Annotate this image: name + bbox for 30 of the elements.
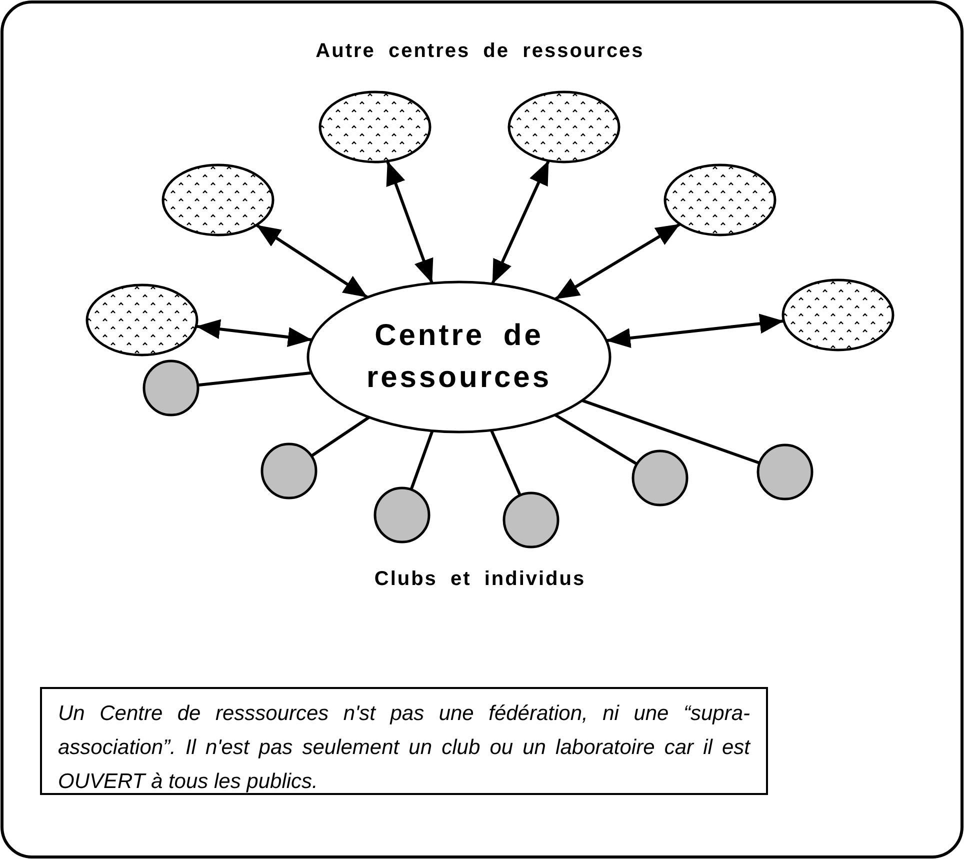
resource-centre-ellipse [85,283,199,357]
resource-centre-ellipse [507,90,621,164]
note-box [40,687,768,795]
connector-line [410,430,434,490]
member-circle [631,449,689,507]
hub-label: Centre de ressources [365,318,553,396]
connector-line [490,430,522,496]
double-arrow [196,319,312,347]
connector-line [582,399,760,464]
resource-centre-ellipse [781,278,895,352]
connector-line [554,414,638,466]
double-arrow [554,222,681,300]
group-heading: Clubs et individus [374,568,586,591]
member-circle [502,491,560,549]
group-heading: Autre centres de ressources [316,40,644,63]
member-circle [756,443,814,501]
member-circle [260,442,318,500]
double-arrow [606,314,784,348]
member-circle [142,359,200,417]
hub-ellipse [306,280,612,434]
double-arrow [256,224,368,299]
double-arrow [491,160,550,284]
double-arrow [386,160,434,284]
note-text: Un Centre de resssources n'st pas une fédération, ni une “supra-association”. Il n'est pas seulement un club ou un laboratoire car il est OUVERT à tous les publics. [58,701,750,795]
resource-centre-ellipse [318,90,432,164]
member-circle [373,486,431,544]
resource-centre-ellipse [663,163,777,237]
connector-line [310,416,370,458]
resource-centre-ellipse [161,163,275,237]
connector-line [198,371,312,387]
